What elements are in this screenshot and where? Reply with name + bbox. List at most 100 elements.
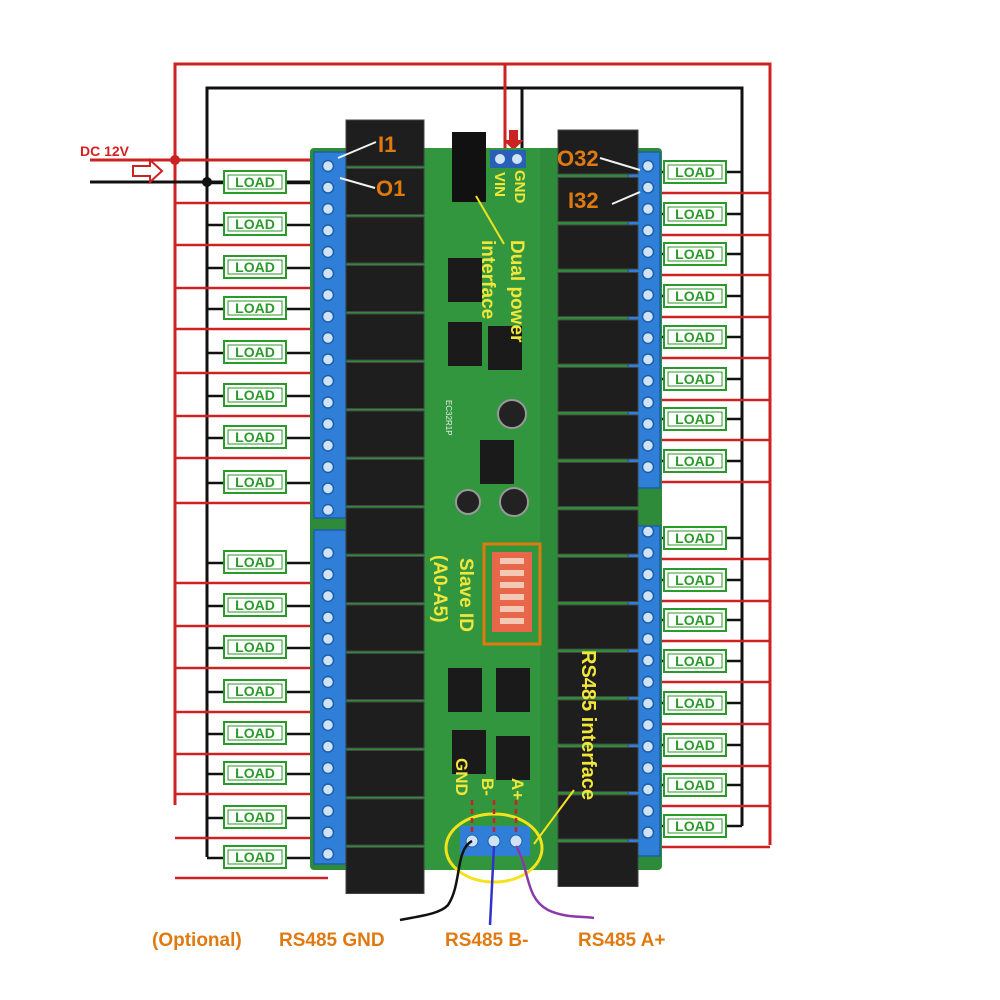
terminal-screw (321, 159, 335, 173)
load-label: LOAD (675, 818, 715, 834)
terminal-screw (321, 503, 335, 517)
load-box: LOAD (223, 679, 287, 703)
relay (345, 119, 425, 167)
load-label: LOAD (235, 725, 275, 741)
load-box-frame (223, 212, 287, 236)
dip-switch-lever (500, 570, 524, 576)
interface-label: interface (477, 240, 498, 319)
dc-jack (452, 132, 486, 202)
load-box-inner (667, 818, 723, 834)
terminal-screw (641, 224, 655, 237)
load-box-inner (227, 597, 283, 613)
power-terminal-screw (512, 154, 522, 164)
terminal-screw (641, 202, 655, 216)
relay (345, 216, 425, 264)
terminal-screw (321, 718, 335, 732)
load-box: LOAD (663, 691, 727, 715)
load-box: LOAD (663, 814, 727, 838)
load-box-frame (663, 449, 727, 473)
relay (345, 556, 425, 603)
rs485-interface-label: RS485 interface (577, 650, 599, 800)
load-label: LOAD (235, 639, 275, 655)
load-box-inner (667, 572, 723, 588)
load-box-frame (223, 296, 287, 320)
pcb-code-label: EC32R1P (444, 400, 453, 436)
load-box-inner (667, 246, 723, 262)
terminal-screw (641, 675, 655, 689)
rs485-b-wire (488, 845, 496, 926)
terminal-screw (321, 568, 335, 581)
load-box: LOAD (663, 526, 727, 550)
load-box: LOAD (663, 608, 727, 632)
load-box-frame (663, 814, 727, 838)
load-label: LOAD (235, 429, 275, 445)
rs485-gnd-wire (399, 839, 473, 922)
terminal-screw (321, 245, 335, 259)
terminal-screw (641, 331, 655, 345)
load-box-inner (667, 329, 723, 345)
red-junction-dot (170, 155, 180, 165)
terminal-screw (641, 654, 655, 667)
dip-switch-lever (500, 606, 524, 612)
load-box-inner (667, 371, 723, 387)
terminal-screw (641, 460, 655, 474)
ic-chip (480, 440, 514, 484)
terminal-screw (321, 740, 335, 753)
slave-id-range-label: (A0-A5) (429, 555, 450, 623)
load-box-frame (663, 608, 727, 632)
rs485-gnd-label: RS485 GND (279, 930, 385, 951)
load-box: LOAD (223, 635, 287, 659)
load-box-inner (227, 300, 283, 316)
load-box-frame (223, 170, 287, 194)
terminal-screw (641, 697, 655, 710)
terminal-screw (321, 181, 335, 194)
load-label: LOAD (235, 765, 275, 781)
load-box-inner (227, 174, 283, 190)
load-label: LOAD (235, 259, 275, 275)
relay (557, 652, 639, 697)
terminal-screw (641, 288, 655, 302)
wiring-front-layer (337, 141, 641, 926)
load-label: LOAD (235, 344, 275, 360)
load-box: LOAD (223, 761, 287, 785)
terminal-screw (641, 783, 655, 796)
load-box: LOAD (663, 160, 727, 184)
terminal-screw (641, 804, 655, 818)
terminal-screw (321, 439, 335, 452)
load-box: LOAD (223, 470, 287, 494)
relay-board (310, 119, 662, 894)
load-box-frame (663, 649, 727, 673)
load-box-inner (667, 737, 723, 753)
black-outer-bus (205, 86, 744, 857)
relay (345, 265, 425, 312)
load-label: LOAD (675, 695, 715, 711)
load-box: LOAD (663, 568, 727, 592)
power-terminal-screw (495, 154, 505, 164)
load-label: LOAD (235, 849, 275, 865)
load-box-inner (667, 530, 723, 546)
ic-chip (496, 736, 530, 780)
load-label: LOAD (235, 809, 275, 825)
dc-12v-label: DC 12V (80, 143, 130, 159)
terminal-screw (321, 589, 335, 603)
relay (345, 750, 425, 797)
load-box-frame (223, 761, 287, 785)
load-box-frame (663, 160, 727, 184)
load-box: LOAD (223, 593, 287, 617)
terminal-screw (321, 288, 335, 302)
pin-b-label: B- (478, 778, 497, 796)
capacitor (499, 487, 529, 517)
relay (345, 410, 425, 458)
relay (345, 459, 425, 506)
load-box-frame (663, 691, 727, 715)
load-box-inner (227, 216, 283, 232)
load-box-inner (227, 344, 283, 360)
load-box: LOAD (663, 202, 727, 226)
dip-switch-lever (500, 618, 524, 624)
load-box-frame (223, 721, 287, 745)
load-label: LOAD (235, 474, 275, 490)
relay (557, 462, 639, 507)
load-box: LOAD (663, 733, 727, 757)
relay (345, 362, 425, 409)
